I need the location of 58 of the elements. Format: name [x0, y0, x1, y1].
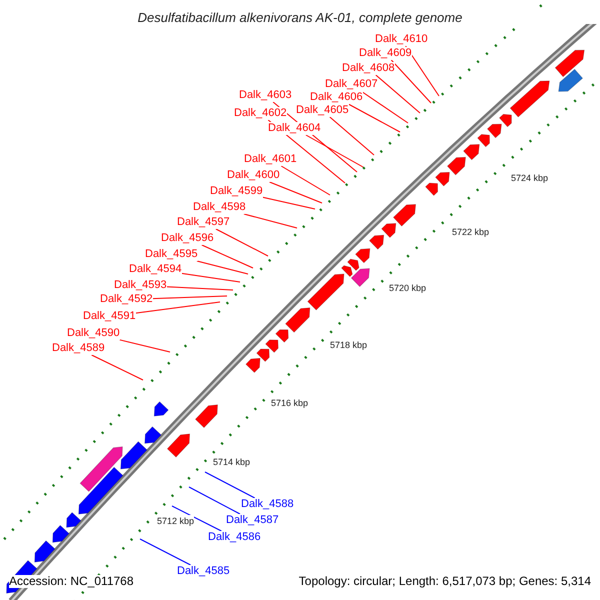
- gene-label: Dalk_4592: [100, 293, 153, 306]
- gene-label: Dalk_4600: [227, 169, 280, 182]
- leader-line: [262, 196, 316, 210]
- gene-label: Dalk_4597: [177, 216, 230, 229]
- leader-line: [215, 228, 268, 256]
- gene-label: Dalk_4608: [342, 62, 395, 75]
- leader-line: [140, 538, 192, 566]
- leader-line: [243, 214, 298, 228]
- leader-line: [269, 182, 322, 204]
- gene-label: Dalk_4586: [208, 531, 261, 544]
- gene-label: Dalk_4598: [193, 201, 246, 214]
- leader-line: [329, 116, 374, 156]
- accession-text: Accession: NC_011768: [9, 575, 134, 588]
- scale-label: 5718 kbp: [330, 339, 368, 352]
- gene-label: Dalk_4603: [239, 89, 292, 102]
- gene-label: Dalk_4604: [268, 122, 321, 135]
- leader-line: [181, 272, 240, 282]
- leader-line: [196, 260, 248, 274]
- gene-label: Dalk_4590: [67, 327, 120, 340]
- leader-line: [305, 134, 364, 168]
- leader-line: [119, 339, 170, 352]
- leader-line: [375, 74, 420, 114]
- gene-label: Dalk_4587: [226, 514, 279, 527]
- scale-label: 5720 kbp: [389, 282, 426, 295]
- gene-label: Dalk_4606: [310, 91, 363, 104]
- gene-label: Dalk_4605: [296, 104, 349, 117]
- leader-line: [135, 302, 220, 314]
- leader-line: [405, 46, 440, 96]
- leader-line: [91, 354, 144, 380]
- scale-label: 5724 kbp: [511, 172, 548, 185]
- gene-label: Dalk_4595: [145, 248, 198, 261]
- leader-line: [201, 244, 254, 268]
- gene-label: Dalk_4594: [129, 263, 182, 276]
- gene-label: Dalk_4601: [244, 153, 297, 166]
- scale-label: 5712 kbp: [157, 515, 194, 528]
- gene-label: Dalk_4589: [52, 342, 105, 355]
- leader-line: [152, 296, 228, 300]
- leader-line: [166, 286, 234, 290]
- gene-label: Dalk_4599: [210, 185, 263, 198]
- gene-label: Dalk_4602: [234, 107, 287, 120]
- leader-line: [280, 166, 330, 196]
- leader-line: [204, 472, 256, 498]
- gene-label: Dalk_4607: [325, 78, 378, 91]
- gene-label: Dalk_4585: [177, 565, 230, 578]
- genome-info-text: Topology: circular; Length: 6,517,073 bp; Genes: 5,314: [298, 575, 591, 588]
- gene-label: Dalk_4596: [161, 232, 214, 245]
- scale-label: 5716 kbp: [271, 397, 308, 410]
- gene-label: Dalk_4593: [114, 279, 167, 292]
- gene-label: Dalk_4610: [375, 33, 428, 46]
- leader-line: [172, 506, 222, 532]
- leader-line: [188, 486, 240, 514]
- scale-label: 5714 kbp: [213, 456, 250, 469]
- leader-line: [390, 60, 432, 104]
- gene-label: Dalk_4591: [83, 310, 136, 323]
- gene-label: Dalk_4609: [359, 47, 412, 60]
- gene-label: Dalk_4588: [241, 498, 294, 511]
- scale-label: 5722 kbp: [452, 226, 490, 239]
- leader-line: [348, 104, 400, 132]
